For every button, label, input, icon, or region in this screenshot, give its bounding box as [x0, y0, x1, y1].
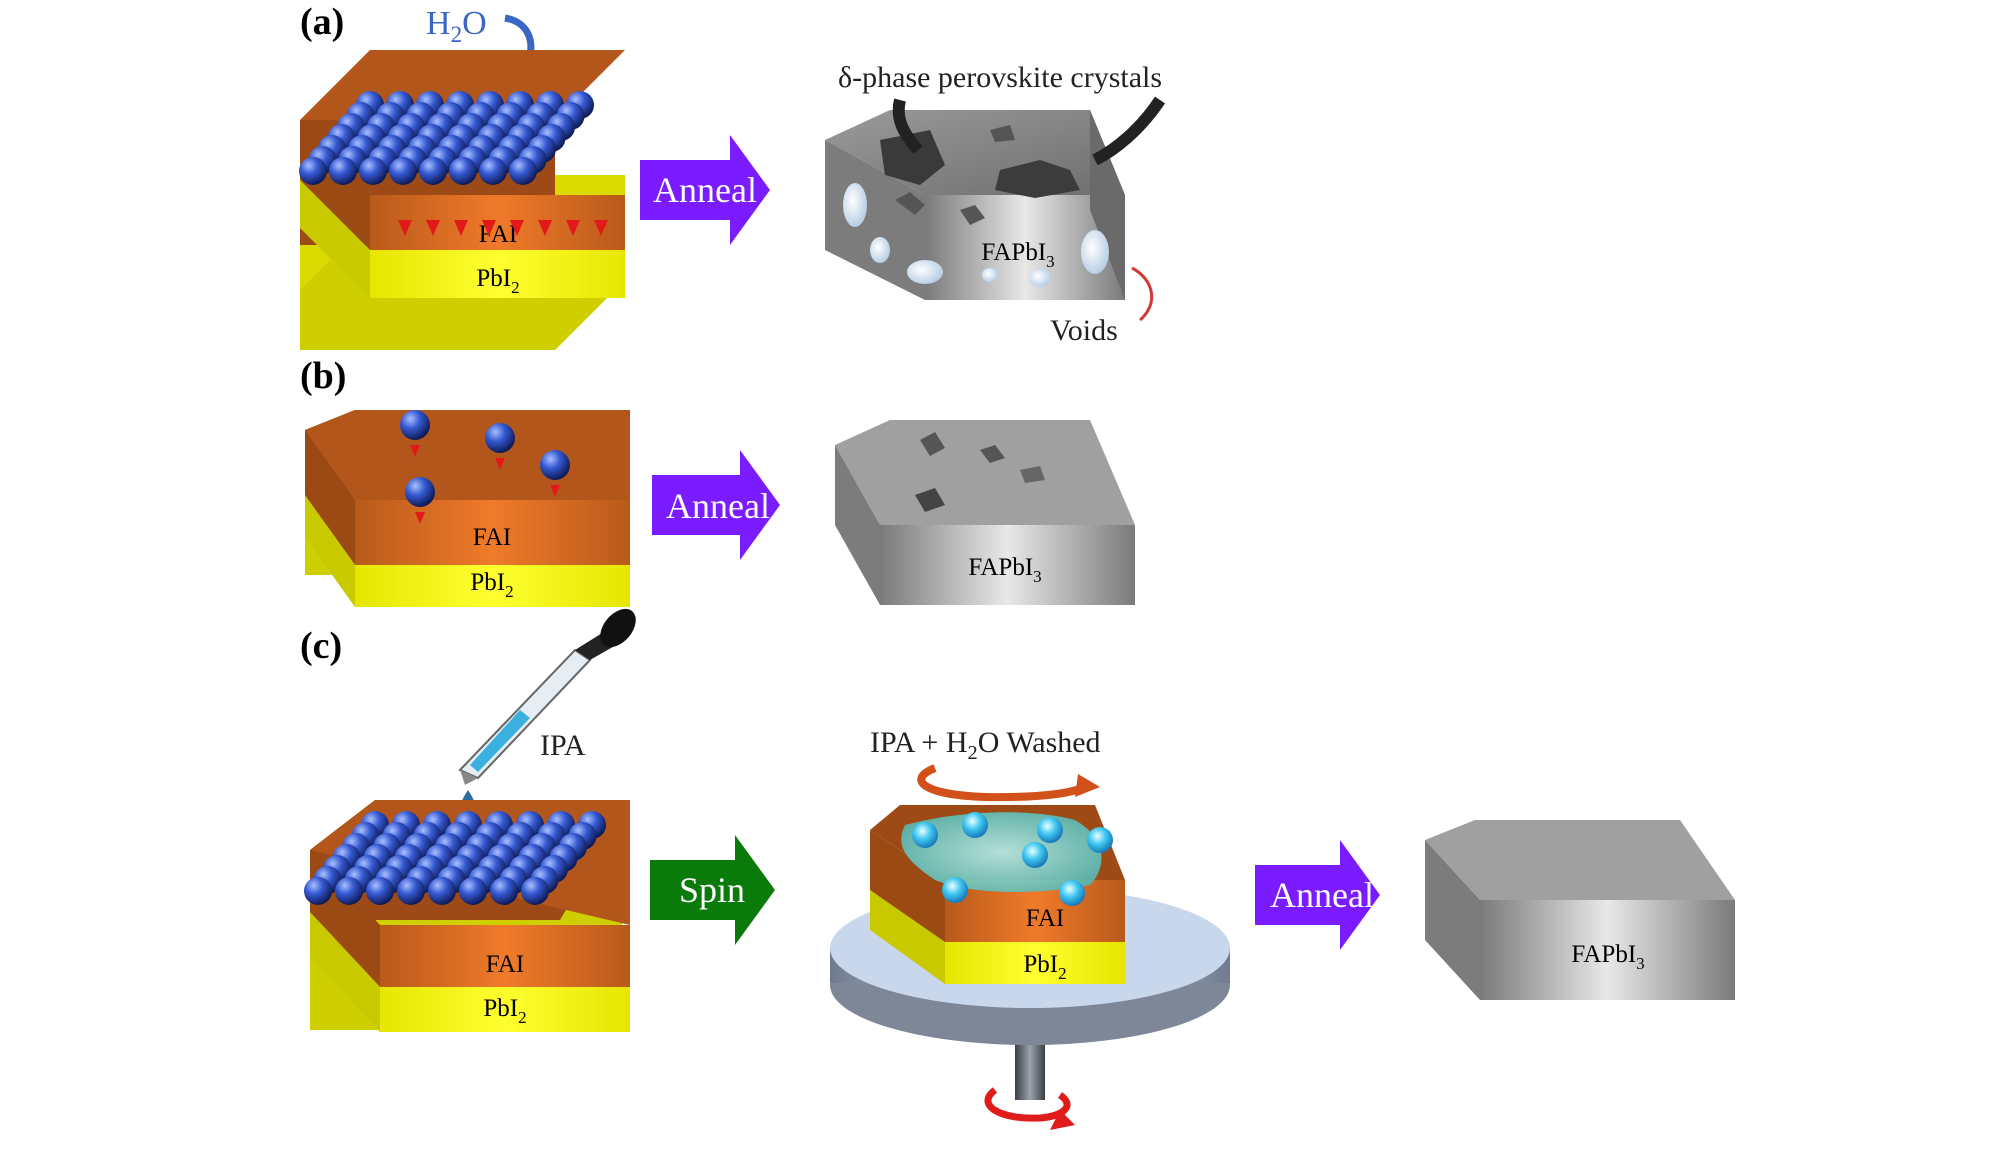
- water-molecule-sphere: [1087, 827, 1113, 853]
- perovskite-block-c: FAPbI3: [1425, 820, 1735, 1000]
- water-molecule-sphere: [397, 877, 425, 905]
- panel-c: (c) IPA FAI PbI2 Spin: [300, 608, 1735, 1130]
- pbi2-label-a: PbI2: [476, 265, 519, 297]
- diffusion-arrow-icon: [415, 512, 425, 524]
- diffusion-arrow-icon: [398, 220, 412, 236]
- diffusion-arrows-a: [398, 220, 608, 236]
- rotation-arrow-bottom-icon: [984, 1087, 1071, 1122]
- voids-label: Voids: [1050, 314, 1118, 347]
- water-molecule-sphere: [485, 423, 515, 453]
- spin-arrow: [650, 835, 775, 945]
- delta-pointer-left-icon: [892, 98, 923, 154]
- water-molecule-sphere: [405, 477, 435, 507]
- panel-a-label: (a): [300, 1, 344, 43]
- dropper-icon: [458, 608, 636, 785]
- water-molecule-sphere: [912, 822, 938, 848]
- product-label-a: FAPbI3: [981, 239, 1054, 271]
- anneal-label-c: Anneal: [1270, 875, 1374, 915]
- diffusion-arrow-icon: [495, 458, 505, 470]
- water-molecule-sphere: [400, 410, 430, 440]
- water-molecule-sphere: [540, 450, 570, 480]
- water-molecule-sphere: [1037, 817, 1063, 843]
- water-molecule-sphere: [299, 157, 327, 185]
- product-label-c: FAPbI3: [1571, 941, 1644, 973]
- diffusion-arrow-icon: [550, 485, 560, 497]
- diffusion-arrow-icon: [566, 220, 580, 236]
- fai-layer-front-a: [370, 195, 625, 250]
- water-molecule-sphere: [1022, 842, 1048, 868]
- water-molecule-sphere: [329, 157, 357, 185]
- substrate-block-a: FAI PbI2: [300, 50, 625, 350]
- anneal-arrow-b: [652, 450, 780, 560]
- voids-pointer-icon: [1131, 266, 1154, 322]
- water-molecule-sphere: [419, 157, 447, 185]
- water-molecule-sphere: [509, 157, 537, 185]
- anneal-label-b: Anneal: [666, 486, 770, 526]
- substrate-block-b: FAI PbI2: [305, 410, 630, 607]
- delta-pointer-right-icon: [1092, 96, 1165, 166]
- fai-label-b: FAI: [473, 524, 511, 551]
- diffusion-arrow-icon: [538, 220, 552, 236]
- diffusion-arrow-icon: [594, 220, 608, 236]
- sphere-array-a: [299, 91, 594, 185]
- panel-c-label: (c): [300, 625, 342, 667]
- fai-layer-front-b: [355, 500, 630, 565]
- pbi2-label-spin: PbI2: [1023, 951, 1066, 983]
- water-molecule-sphere: [359, 157, 387, 185]
- panel-b: (b) FAI PbI2 Anneal FAPbI3: [300, 355, 1135, 607]
- pbi2-label-c: PbI2: [483, 995, 526, 1027]
- pbi2-layer-front-b: [355, 565, 630, 607]
- water-molecule-sphere: [942, 877, 968, 903]
- pbi2-label-b: PbI2: [470, 569, 513, 601]
- sphere-wash: [912, 812, 1113, 906]
- diffusion-arrow-icon: [410, 445, 420, 457]
- water-molecule-sphere: [389, 157, 417, 185]
- water-molecule-sphere: [366, 877, 394, 905]
- water-molecule-sphere: [521, 877, 549, 905]
- diffusion-arrow-icon: [454, 220, 468, 236]
- perovskite-block-a: FAPbI3: [825, 110, 1125, 300]
- rotation-arrow-top-icon: [917, 764, 1089, 802]
- diffusion-arrow-icon: [426, 220, 440, 236]
- fai-layer-front-c: [380, 925, 630, 987]
- washed-label: IPA + H2O Washed: [870, 726, 1101, 764]
- water-molecule-sphere: [449, 157, 477, 185]
- panel-a: (a) H2O FAI PbI2 Anneal: [299, 1, 1165, 350]
- fai-label-c: FAI: [486, 951, 524, 978]
- anneal-arrow-c: [1255, 840, 1380, 950]
- water-molecule-sphere: [304, 877, 332, 905]
- product-label-b: FAPbI3: [968, 554, 1041, 586]
- water-molecule-sphere: [962, 812, 988, 838]
- water-molecule-sphere: [428, 877, 456, 905]
- diffusion-arrow-icon: [482, 220, 496, 236]
- sphere-array-c: [304, 811, 606, 905]
- spin-sample: FAI PbI2: [870, 805, 1125, 984]
- perovskite-block-b: FAPbI3: [835, 420, 1135, 605]
- ipa-label: IPA: [540, 729, 586, 762]
- water-label: H2O: [426, 5, 487, 48]
- sphere-scatter-b: [400, 410, 570, 524]
- spin-label: Spin: [679, 870, 745, 910]
- panel-b-label: (b): [300, 355, 346, 397]
- water-molecule-sphere: [335, 877, 363, 905]
- anneal-label-a: Anneal: [653, 170, 757, 210]
- water-molecule-sphere: [479, 157, 507, 185]
- water-molecule-sphere: [459, 877, 487, 905]
- pbi2-layer-front-c: [380, 987, 630, 1032]
- fai-label-spin: FAI: [1026, 905, 1064, 932]
- water-molecule-sphere: [1059, 880, 1085, 906]
- diffusion-arrow-icon: [510, 220, 524, 236]
- delta-phase-label: δ-phase perovskite crystals: [838, 61, 1162, 94]
- water-molecule-sphere: [490, 877, 518, 905]
- anneal-arrow-a: [640, 135, 770, 245]
- pbi2-layer-front-a: [370, 250, 625, 298]
